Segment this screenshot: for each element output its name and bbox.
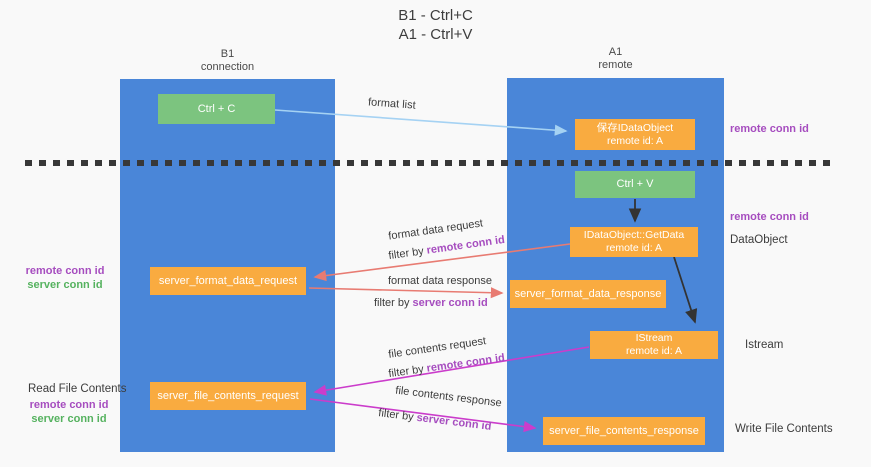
server-file-contents-request-node: server_file_contents_request <box>150 382 306 410</box>
server-file-contents-response-label: server_file_contents_response <box>549 424 699 437</box>
write-file-contents-label: Write File Contents <box>735 423 833 435</box>
right-column-name: A1 <box>608 46 623 58</box>
file-contents-request-arrow <box>313 346 590 396</box>
ctrl-c-label: Ctrl + C <box>197 102 236 115</box>
server-conn-id-left-2: server conn id <box>31 413 107 425</box>
getdata-node: IDataObject::GetData remote id: A <box>570 227 698 257</box>
server-format-data-request-node: server_format_data_request <box>150 267 306 295</box>
right-column-role: remote <box>598 59 633 71</box>
file-contents-response-arrow <box>309 398 537 433</box>
ctrl-c-node: Ctrl + C <box>158 94 275 124</box>
filter-by-text-2: filter by <box>374 297 410 309</box>
right-column-header: A1 remote <box>507 46 724 72</box>
istream-line2: remote id: A <box>625 345 683 357</box>
istream-line1: IStream <box>635 332 673 344</box>
format-data-response-label: format data response <box>388 275 492 287</box>
read-file-contents-label: Read File Contents <box>28 383 127 395</box>
diagram-title: B1 - Ctrl+C A1 - Ctrl+V <box>0 6 871 44</box>
save-dataobject-node: 保存IDataObject remote id: A <box>575 119 695 150</box>
format-data-response-arrow <box>308 287 504 299</box>
istream-side-label: Istream <box>745 339 784 351</box>
left-column-header: B1 connection <box>120 48 335 74</box>
getdata-line1: IDataObject::GetData <box>583 229 685 241</box>
istream-node: IStream remote id: A <box>590 331 718 359</box>
remote-conn-id-left-1: remote conn id <box>25 265 105 277</box>
getdata-to-istream-arrow <box>673 256 698 324</box>
server-format-data-response-label: server_format_data_response <box>514 287 662 300</box>
left-column-role: connection <box>200 61 255 73</box>
remote-conn-id-label-mid: remote conn id <box>730 211 809 223</box>
left-conn-id-group-2: remote conn id server conn id <box>24 398 114 426</box>
left-conn-id-group-1: remote conn id server conn id <box>20 264 110 292</box>
save-dataobject-line2: remote id: A <box>606 134 664 147</box>
filter-server-conn-id-1: server conn id <box>412 297 488 309</box>
server-format-data-response-node: server_format_data_response <box>510 280 666 308</box>
remote-conn-id-label-top: remote conn id <box>730 123 809 135</box>
format-data-request-arrow <box>313 243 571 282</box>
dataobject-label: DataObject <box>730 234 788 246</box>
format-list-arrow <box>274 109 568 136</box>
ctrl-v-label: Ctrl + V <box>616 178 654 190</box>
remote-conn-id-left-2: remote conn id <box>29 399 109 411</box>
server-file-contents-response-node: server_file_contents_response <box>543 417 705 445</box>
save-dataobject-line1: 保存IDataObject <box>596 121 674 134</box>
title-line-2: A1 - Ctrl+V <box>398 26 473 43</box>
server-conn-id-left-1: server conn id <box>27 279 103 291</box>
server-format-data-request-label: server_format_data_request <box>158 274 298 287</box>
server-file-contents-request-label: server_file_contents_request <box>157 389 299 402</box>
title-line-1: B1 - Ctrl+C <box>398 7 473 24</box>
left-column-name: B1 <box>220 48 235 60</box>
ctrl-v-node: Ctrl + V <box>575 171 695 198</box>
getdata-line2: remote id: A <box>605 242 663 254</box>
